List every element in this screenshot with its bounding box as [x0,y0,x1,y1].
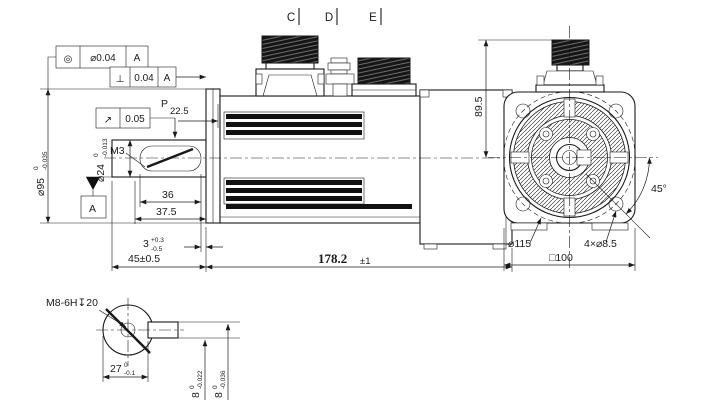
d95-value: ⌀95 [35,178,47,196]
p-label: P [161,98,168,110]
perpendicularity-symbol-icon: ⊥ [116,74,125,85]
d45-value: 45±0.5 [128,253,160,265]
front-view [488,26,658,268]
dim-corner-holes: 4×⌀8.5 [584,210,617,250]
d3-lower: -0.5 [151,246,163,253]
dim-89-5: 89.5 [473,39,552,158]
d8b-upper: 0 [212,385,219,389]
concentricity-symbol-icon: ◎ [64,54,73,65]
fcf3-tolerance: 0.05 [125,114,145,125]
dim-square-100: □100 [503,228,636,271]
cooling-fins [223,111,412,209]
d8b-lower: -0.036 [220,370,227,389]
d27-value: 27 [110,363,122,375]
d22-5-value: 22.5 [170,106,189,117]
flange-foot [510,222,548,231]
sq100-value: □100 [549,252,573,264]
section-label-d: D [325,12,333,24]
m8-callout: M8-6H↧20 [46,297,127,328]
fcf1-tolerance: ⌀0.04 [90,53,116,64]
d37-5-value: 37.5 [156,206,177,218]
fcf2-datum: A [164,73,171,84]
fcf-perpendicularity: ⊥ 0.04 A [109,66,206,88]
d8a-value: 8 [190,392,202,398]
fcf2-tolerance: 0.04 [134,73,154,84]
m3-label: M3 [110,145,125,157]
dim-45-degrees: 45° [585,157,667,239]
section-labels: C D E [287,8,382,25]
side-view [104,35,530,250]
dim-45: 45±0.5 [111,181,206,271]
power-connector [255,35,325,97]
d36-value: 36 [162,189,174,201]
runout-symbol-icon: ↗ [104,115,112,126]
d27-upper: 0 [124,362,128,369]
dim-36: 36 [139,174,202,252]
datum-a: A [80,176,112,219]
signal-connector [325,57,355,97]
dim-27: 27 0 -0.1 [102,336,149,382]
d95-upper: 0 [33,166,40,170]
dim-37-5: 37.5 [134,181,206,224]
shaft-end-detail: M8-6H↧20 27 0 -0.1 8 0 -0.022 8 0 -0. [46,297,240,400]
d8a-lower: -0.022 [197,370,204,389]
datum-a-label: A [89,203,96,215]
encoder-connector [351,57,417,97]
m3-callout: M3 [110,145,146,168]
d8b-value: 8 [213,392,225,398]
fcf-runout: ↗ 0.05 [95,107,178,138]
d8a-upper: 0 [189,385,196,389]
section-label-c: C [287,12,295,24]
d3-upper: +0.3 [151,237,164,244]
d8-5-value: 4×⌀8.5 [584,238,617,250]
d89-5-value: 89.5 [473,96,485,117]
d115-value: ⌀115 [508,238,531,250]
fcf-concentricity: ◎ ⌀0.04 A [47,45,149,89]
d178-tolerance: ±1 [360,256,371,267]
dim-flange-diameter: ⌀95 0 -0.035 [33,88,206,224]
d24-upper: 0 [93,153,100,157]
fcf1-datum: A [134,53,141,64]
dim-key-width: 8 0 -0.022 8 0 -0.036 [178,321,240,400]
front-view-connector [535,39,605,93]
d178-value: 178.2 [318,251,347,266]
d24-lower: -0.013 [102,138,109,157]
m8-label: M8-6H↧20 [46,297,98,309]
dim-bolt-circle: ⌀115 [508,217,542,250]
dim-178-2: 178.2 ±1 [206,248,513,272]
dim-3: 3 +0.3 -0.5 [143,227,223,272]
encoder-housing [419,89,526,250]
d3-value: 3 [143,238,149,250]
dim-22-5: P 22.5 [161,98,219,128]
d95-lower: -0.035 [42,151,49,170]
section-label-e: E [369,12,377,24]
cover-screws [539,127,600,188]
d27-lower: -0.1 [124,370,136,377]
deg45-value: 45° [651,183,667,195]
